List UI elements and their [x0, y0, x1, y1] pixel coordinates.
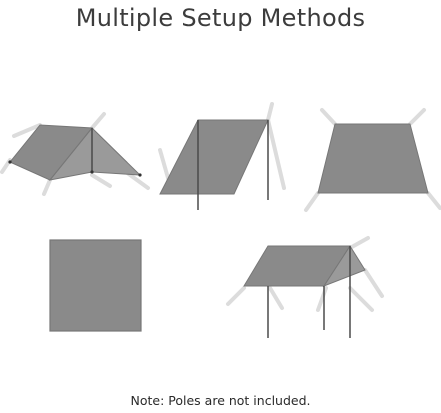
setup-canopy	[226, 236, 384, 338]
page-title: Multiple Setup Methods	[75, 4, 366, 32]
setup-lean-to	[158, 102, 286, 210]
setup-diamond-pitch	[304, 108, 441, 212]
setup-flat-square	[49, 239, 142, 332]
poles-note: Note: Poles are not included.	[130, 393, 311, 408]
setup-a-frame	[0, 112, 150, 196]
